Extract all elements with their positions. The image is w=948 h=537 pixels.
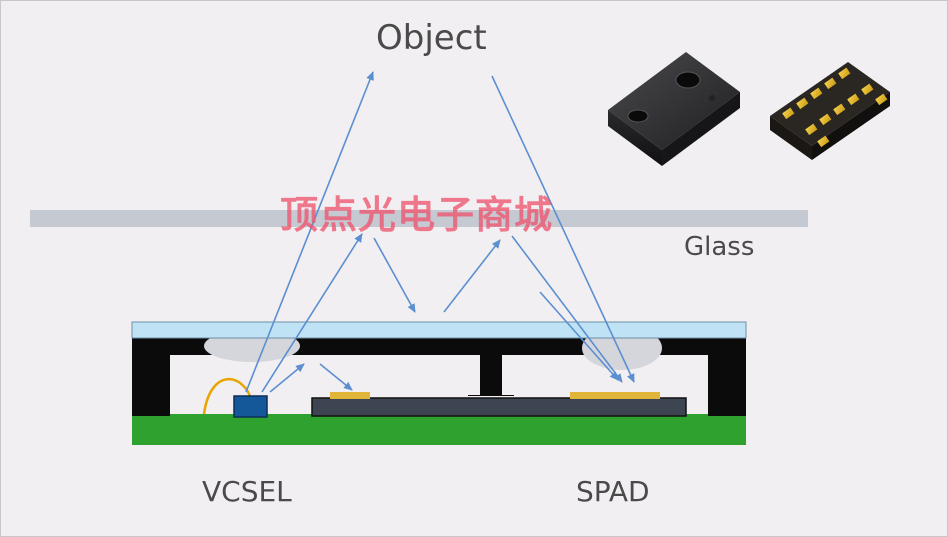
pcb-substrate — [132, 414, 746, 445]
sensor-package-top-photo — [608, 52, 740, 166]
package-cover-glass — [131, 321, 747, 339]
glass-bar — [30, 210, 808, 227]
beam-to-object — [245, 71, 374, 393]
bond-wire — [202, 377, 252, 415]
light-paths — [245, 71, 635, 393]
beam-glass-reflect-down — [373, 237, 416, 313]
sensor-package-bottom-photo — [770, 62, 890, 160]
gold-pad-left — [330, 392, 370, 399]
beam-cover-to-spad — [539, 291, 619, 381]
vcsel-chip — [233, 395, 268, 418]
glass-label: Glass — [684, 232, 755, 262]
vcsel-label: VCSEL — [202, 475, 292, 508]
object-label: Object — [376, 18, 487, 58]
beam-to-glass — [261, 233, 363, 393]
watermark-text: 顶点光电子商城 — [280, 193, 554, 237]
beam-low-2 — [319, 363, 353, 391]
spad-label: SPAD — [576, 475, 650, 508]
beam-glass-to-spad — [511, 235, 623, 383]
beam-object-to-spad — [491, 75, 635, 383]
spad-die — [311, 397, 687, 417]
gold-pad-right — [570, 392, 660, 399]
beam-low-1 — [269, 363, 305, 393]
beam-cover-reflect-up — [443, 239, 501, 313]
